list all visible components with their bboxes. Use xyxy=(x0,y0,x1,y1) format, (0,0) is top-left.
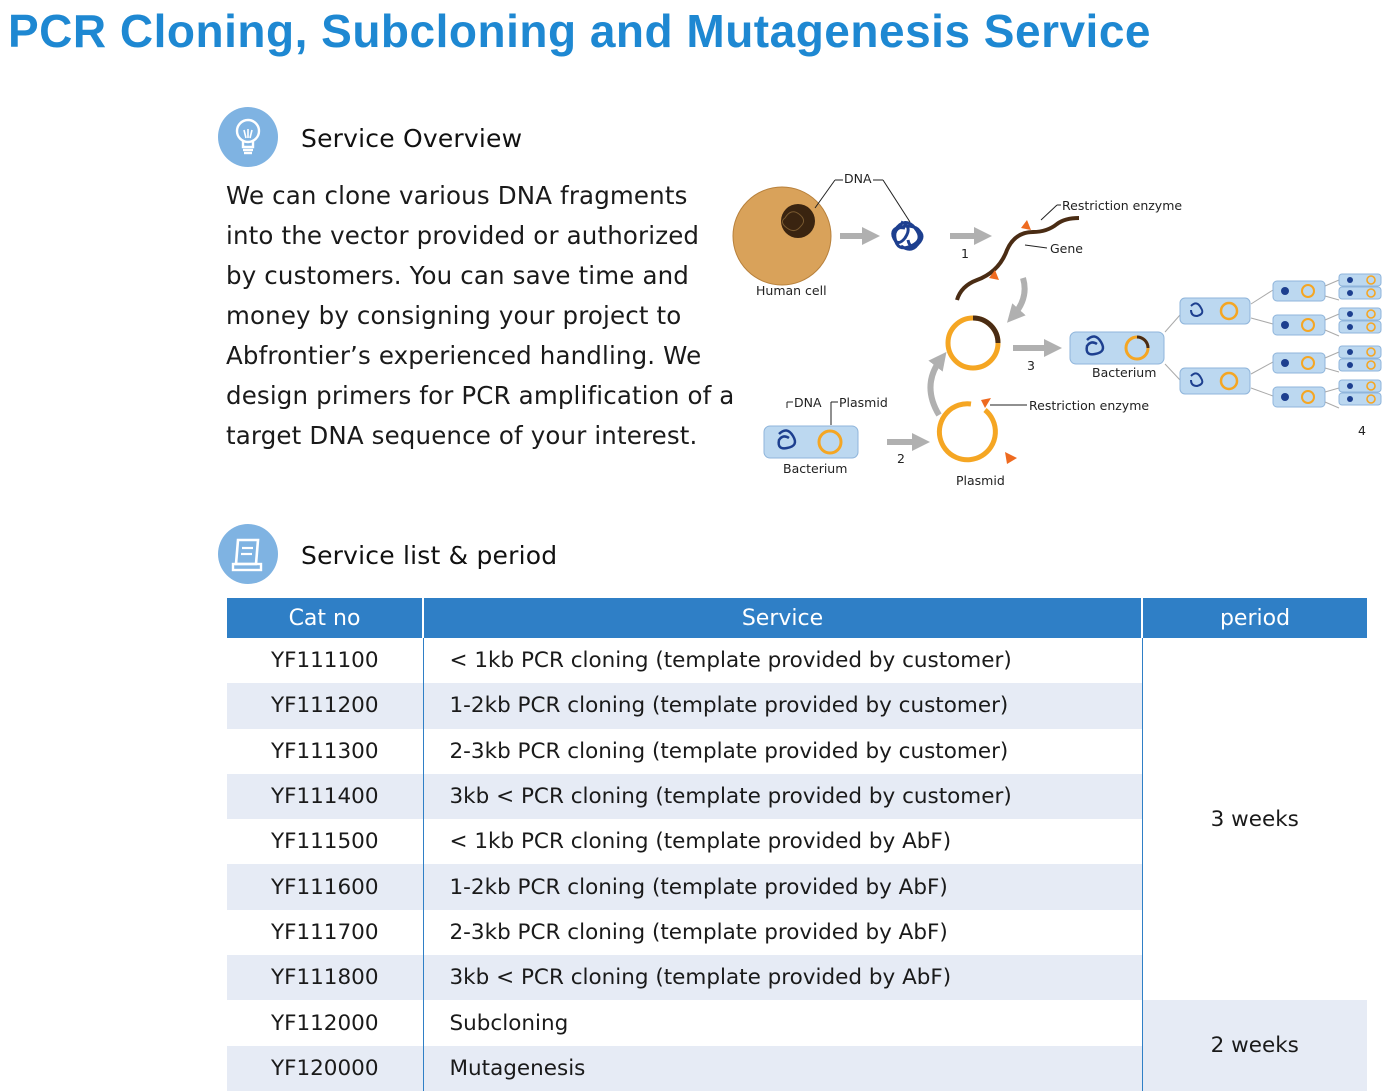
cat-no-cell: YF111500 xyxy=(227,819,424,865)
overview-line: design primers for PCR amplification of … xyxy=(226,381,735,410)
overview-heading: Service Overview xyxy=(301,124,523,153)
bacterium-left-label: Bacterium xyxy=(783,461,847,476)
table-row: YF112000 Subcloning 2 weeks xyxy=(227,1000,1367,1091)
cat-no-cell: YF111100 xyxy=(227,638,424,684)
overview-line: Abfrontier’s experienced handling. We xyxy=(226,341,702,370)
service-cell: Mutagenesis xyxy=(423,1045,1143,1091)
step-4-label: 4 xyxy=(1358,423,1366,438)
column-header-service: Service xyxy=(423,598,1143,638)
service-table: Cat no Service period YF111100 < 1kb PCR… xyxy=(227,598,1367,1091)
plasmid-top-label: Plasmid xyxy=(839,395,888,410)
cat-no-cell: YF111300 xyxy=(227,728,424,774)
service-cell: 1-2kb PCR cloning (template provided by … xyxy=(423,864,1143,910)
bacterium-left xyxy=(763,425,859,459)
table-row: YF111500 < 1kb PCR cloning (template pro… xyxy=(227,819,1367,865)
service-cell: 3kb < PCR cloning (template provided by … xyxy=(423,773,1143,820)
table-row: YF120000 Mutagenesis xyxy=(227,1045,1367,1091)
service-list-heading: Service list & period xyxy=(301,541,558,570)
bacterium-right xyxy=(1069,331,1165,365)
table-row: YF111100 < 1kb PCR cloning (template pro… xyxy=(227,638,1367,1001)
cat-no-cell: YF120000 xyxy=(227,1045,424,1091)
period-cell: 3 weeks xyxy=(1142,638,1367,1001)
human-cell-label: Human cell xyxy=(756,283,827,298)
column-header-cat-no: Cat no xyxy=(227,598,424,638)
service-cell: 2-3kb PCR cloning (template provided by … xyxy=(423,728,1143,774)
page-title: PCR Cloning, Subcloning and Mutagenesis … xyxy=(8,5,1151,57)
cat-no-cell: YF111200 xyxy=(227,683,424,729)
recombinant-plasmid xyxy=(945,315,1001,371)
open-plasmid xyxy=(936,398,1017,464)
table-row: YF111400 3kb < PCR cloning (template pro… xyxy=(227,773,1367,820)
bacterium-right-label: Bacterium xyxy=(1092,365,1156,380)
cat-no-cell: YF112000 xyxy=(227,1000,424,1046)
overview-line: We can clone various DNA fragments xyxy=(226,181,688,210)
column-header-period: period xyxy=(1142,598,1367,638)
document-icon xyxy=(218,524,278,584)
service-cell: < 1kb PCR cloning (template provided by … xyxy=(423,819,1143,865)
restriction-enzyme-bottom-label: Restriction enzyme xyxy=(1029,398,1149,413)
dna-top-label: DNA xyxy=(844,171,872,186)
lightbulb-icon xyxy=(218,107,278,167)
service-cell: Subcloning xyxy=(423,1000,1143,1046)
step-2-label: 2 xyxy=(897,451,905,466)
restriction-enzyme-top-label: Restriction enzyme xyxy=(1062,198,1182,213)
dna-tangle xyxy=(891,220,924,251)
cat-no-cell: YF111800 xyxy=(227,955,424,1001)
overview-paragraph: We can clone various DNA fragments into … xyxy=(226,176,735,456)
overview-line: into the vector provided or authorized xyxy=(226,221,700,250)
cat-no-cell: YF111600 xyxy=(227,864,424,910)
service-cell: < 1kb PCR cloning (template provided by … xyxy=(423,638,1143,684)
human-cell xyxy=(732,186,832,286)
dna-bottom-label: DNA xyxy=(794,395,822,410)
overview-line: money by consigning your project to xyxy=(226,301,682,330)
step-1-label: 1 xyxy=(961,246,969,261)
overview-line: by customers. You can save time and xyxy=(226,261,689,290)
enzyme-arrow-top xyxy=(1021,220,1031,230)
table-row: YF111600 1-2kb PCR cloning (template pro… xyxy=(227,864,1367,910)
table-row: YF111200 1-2kb PCR cloning (template pro… xyxy=(227,683,1367,729)
service-cell: 2-3kb PCR cloning (template provided by … xyxy=(423,909,1143,956)
plasmid-bottom-label: Plasmid xyxy=(956,473,1005,488)
step-3-label: 3 xyxy=(1027,358,1035,373)
gene-label: Gene xyxy=(1050,241,1083,256)
service-cell: 1-2kb PCR cloning (template provided by … xyxy=(423,683,1143,729)
enzyme-arrow-gene xyxy=(989,270,999,280)
cat-no-cell: YF111400 xyxy=(227,773,424,820)
table-row: YF111700 2-3kb PCR cloning (template pro… xyxy=(227,909,1367,956)
cloning-diagram: DNA Human cell 1 Restriction enzyme Gene… xyxy=(732,171,1382,488)
overview-line: target DNA sequence of your interest. xyxy=(226,421,698,450)
table-row: YF111300 2-3kb PCR cloning (template pro… xyxy=(227,728,1367,774)
gene-strand xyxy=(955,216,1080,301)
dividing-bacteria xyxy=(1164,273,1382,409)
period-cell: 2 weeks xyxy=(1142,1000,1367,1091)
table-row: YF111800 3kb < PCR cloning (template pro… xyxy=(227,955,1367,1001)
service-cell: 3kb < PCR cloning (template provided by … xyxy=(423,955,1143,1001)
cat-no-cell: YF111700 xyxy=(227,909,424,956)
